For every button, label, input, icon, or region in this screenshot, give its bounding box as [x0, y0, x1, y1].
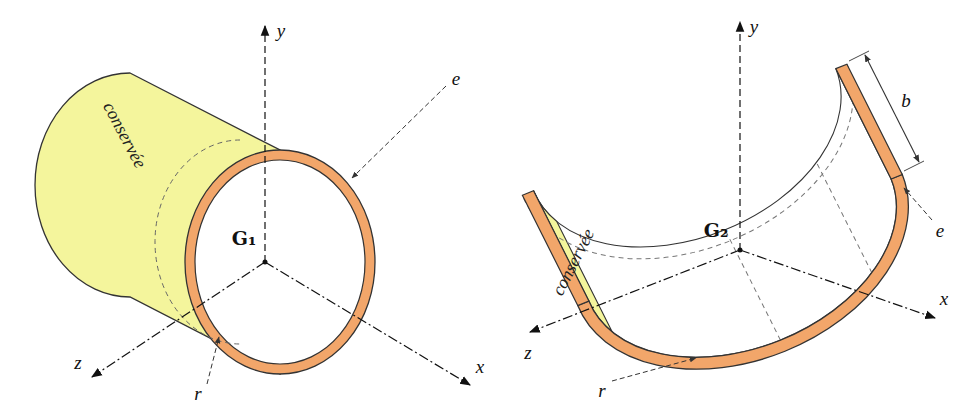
centroid-dot	[263, 260, 268, 265]
axis-label: z	[524, 343, 531, 362]
x-axis	[265, 262, 470, 385]
half-tube-annotations	[530, 22, 935, 381]
axis-label: z	[74, 353, 81, 372]
extension-line	[904, 161, 924, 171]
dimension-label: e	[936, 221, 944, 240]
centroid-label: G₁	[232, 229, 257, 248]
tube-bore	[195, 160, 365, 364]
leader-line	[207, 337, 219, 384]
axis-label: y	[750, 17, 758, 36]
y-axis	[739, 22, 740, 250]
leader-line	[904, 188, 932, 220]
axis-label: y	[277, 21, 285, 40]
tube-figure	[35, 26, 470, 385]
axis-label: x	[476, 357, 484, 376]
z-axis	[92, 262, 265, 377]
kept-note: conservée	[100, 99, 150, 171]
dimension-label: r	[598, 381, 605, 400]
kept-part	[534, 183, 612, 339]
y-axis	[264, 26, 265, 262]
x-axis	[740, 250, 935, 318]
half-tube-figure	[522, 60, 947, 407]
tube-section	[185, 150, 375, 374]
dimension-line	[865, 55, 919, 162]
leader-line	[352, 86, 446, 178]
centroid-label: G₂	[704, 221, 729, 240]
half-section	[578, 174, 947, 407]
hidden-edge	[155, 140, 240, 344]
centroid-dot	[738, 248, 743, 253]
surface-line	[725, 226, 780, 344]
hidden-edge	[522, 64, 891, 306]
flange-face	[836, 60, 902, 182]
dimension-label: r	[194, 384, 201, 403]
leader-line	[612, 358, 696, 381]
dimension-label: e	[452, 69, 460, 88]
surface-line	[817, 159, 872, 277]
dimension-label: b	[901, 91, 911, 110]
axis-label: x	[940, 289, 948, 308]
kept-note: conservée	[549, 226, 598, 298]
